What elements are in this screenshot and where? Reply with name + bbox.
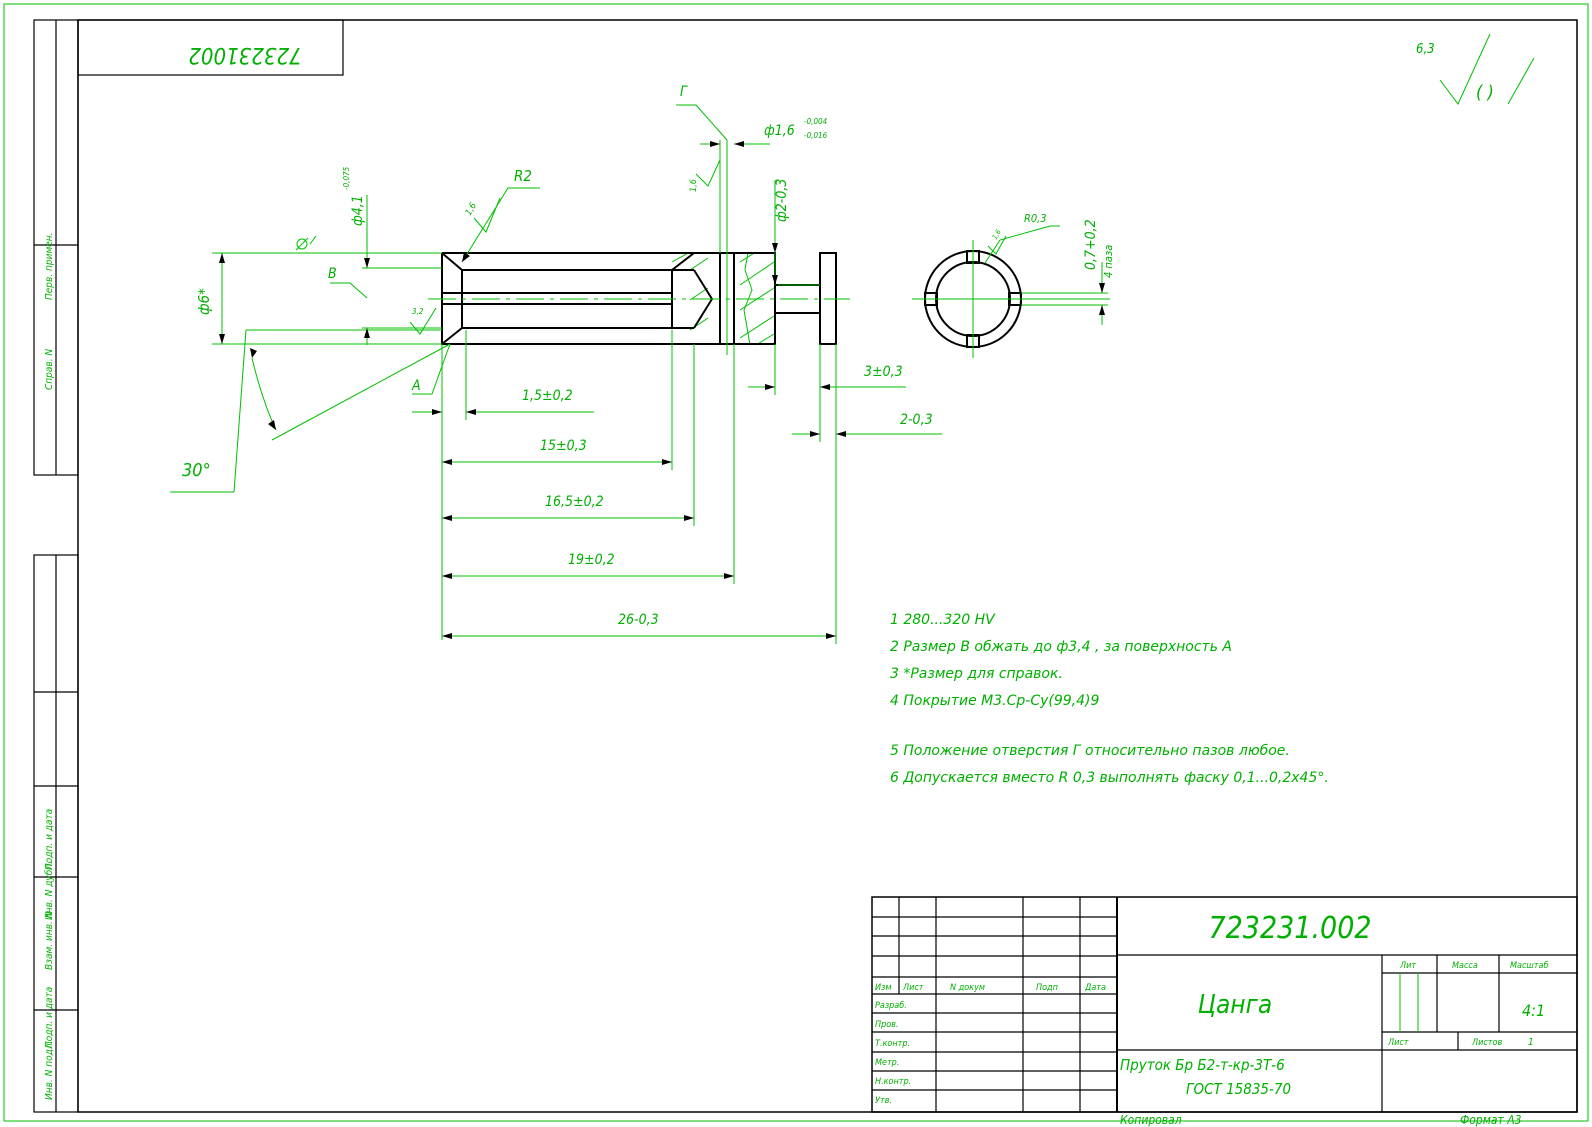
dim-l15b: 15±0,3 <box>540 438 587 454</box>
role-5: Утв. <box>875 1096 892 1106</box>
dim-l19: 19±0,2 <box>568 552 615 568</box>
col-sheets: Листов <box>1471 1038 1502 1048</box>
role-0: Разраб. <box>875 1001 907 1011</box>
dim-rough-right: 1,6 <box>689 179 699 192</box>
col-mass: Масса <box>1452 961 1478 971</box>
side-label-podp2: Подп. и дата <box>44 987 55 1048</box>
dim-label-g: Г <box>680 84 688 100</box>
dim-l26: 26-0,3 <box>618 612 659 628</box>
dim-d41: ф4,1 <box>350 195 366 226</box>
role-2: Т.контр. <box>875 1039 910 1049</box>
svg-text:( ): ( ) <box>1476 82 1494 103</box>
col-sheet: Лист <box>1387 1038 1409 1048</box>
side-label-dubl: Инв. N дубл. <box>43 861 55 920</box>
title-scale: 4:1 <box>1522 1001 1545 1020</box>
footer-copied: Копировал <box>1120 1113 1182 1127</box>
note-4: 4 Покрытие М3.Ср-Су(99,4)9 <box>890 693 1100 709</box>
dim-rough-small: 1,6 <box>991 228 1003 241</box>
title-drawing-number: 723231.002 <box>1208 911 1371 946</box>
note-1: 1 280...320 HV <box>890 612 995 628</box>
dim-rough-left: 1,6 <box>464 201 479 217</box>
svg-text:6,3: 6,3 <box>1416 42 1435 57</box>
dim-l165: 16,5±0,2 <box>545 494 604 510</box>
dim-l15: 1,5±0,2 <box>522 388 573 404</box>
dim-rough32: 3,2 <box>412 307 424 316</box>
side-strip: Перв. примен. Справ. N Подп. и дата Инв.… <box>33 19 79 1113</box>
dim-slot-n: 4 паза <box>1102 245 1115 278</box>
note-6: 6 Допускается вместо R 0,3 выполнять фас… <box>890 770 1329 786</box>
col-doc: N докум <box>950 983 985 993</box>
title-material-2: ГОСТ 15835-70 <box>1186 1080 1291 1098</box>
dim-d16-lower: -0,016 <box>804 131 828 140</box>
footer-format: Формат А3 <box>1460 1113 1522 1127</box>
rotated-number-box <box>77 19 344 76</box>
side-label-perv: Перв. примен. <box>44 232 55 300</box>
roughness-symbol: 6,3 ( ) <box>1416 33 1535 105</box>
note-2: 2 Размер В обжать до ф3,4 , за поверхнос… <box>890 639 1232 655</box>
col-scale: Масштаб <box>1510 961 1548 971</box>
dim-d6: ф6* <box>195 288 213 315</box>
dim-slot-w: 0,7+0,2 <box>1083 219 1099 270</box>
note-5: 5 Положение отверстия Г относительно паз… <box>890 743 1290 759</box>
end-view: R0,3 1,6 0,7+0,2 4 паза <box>912 212 1115 358</box>
col-list: Лист <box>902 983 924 993</box>
drawing-number-rotated: 723231002 <box>188 42 301 67</box>
side-label-podl: Инв. N подл. <box>44 1041 55 1100</box>
dimensions-main <box>170 104 942 644</box>
dim-l2: 2-0,3 <box>900 412 933 428</box>
side-label-podp1: Подп. и дата <box>44 809 55 870</box>
title-part-name: Цанга <box>1198 990 1272 1020</box>
dim-d41-tol: -0,075 <box>342 166 351 190</box>
dim-angle: 30° <box>182 460 211 481</box>
title-sheet-number: 1 <box>1528 1037 1534 1048</box>
dim-d16: ф1,6 <box>764 123 795 139</box>
title-material-1: Пруток Бр Б2-т-кр-3Т-6 <box>1120 1056 1285 1074</box>
side-label-sprav: Справ. N <box>44 349 55 390</box>
col-date: Дата <box>1084 983 1106 993</box>
inner-frame <box>77 19 1578 1113</box>
dim-r2: R2 <box>514 167 532 185</box>
note-3: 3 *Размер для справок. <box>890 666 1063 682</box>
side-label-vzam: Взам. инв. N <box>44 911 55 970</box>
dim-d16-upper: -0,004 <box>804 117 828 126</box>
role-3: Метр. <box>875 1058 899 1068</box>
dim-label-a: А <box>411 378 421 394</box>
arrowheads <box>219 141 846 639</box>
role-4: Н.контр. <box>875 1077 911 1087</box>
col-lit: Лит <box>1399 961 1416 971</box>
outer-frame <box>3 3 1589 1122</box>
dim-d2: ф2-0,3 <box>774 179 790 222</box>
col-izm: Изм <box>875 983 891 993</box>
dim-label-b: В <box>328 266 337 282</box>
dim-l3: 3±0,3 <box>864 364 903 380</box>
role-1: Пров. <box>875 1020 899 1030</box>
col-sign: Подп <box>1036 983 1058 993</box>
main-view <box>428 140 850 355</box>
title-block: 723231.002 Цанга Пруток Бр Б2-т-кр-3Т-6 … <box>871 896 1578 1113</box>
dimension-texts: ф6* ф4,1 -0,075 R2 1,6 3,2 В А 30° 1,5±0… <box>182 84 933 628</box>
dim-r03: R0,3 <box>1024 212 1047 225</box>
